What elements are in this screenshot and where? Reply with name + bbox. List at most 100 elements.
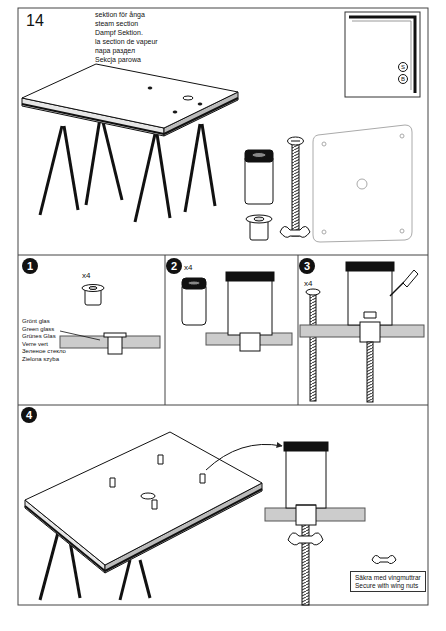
node-text: 3	[304, 260, 310, 272]
section-title: la section de vapeur	[95, 38, 158, 46]
panel-frames	[165, 255, 166, 405]
step3-art	[346, 262, 394, 271]
mounting-plate	[313, 125, 412, 242]
table-on-trestles	[164, 98, 238, 134]
note-box: Säkra med vingmuttrarSecure with wing nu…	[350, 571, 426, 592]
step4-table	[40, 525, 60, 600]
quantity: x4	[304, 280, 312, 289]
step4-table	[120, 560, 130, 600]
step1-art	[89, 287, 97, 290]
table-on-trestles	[22, 64, 238, 222]
section-title: пара раздел	[95, 47, 135, 55]
panel-frames	[298, 255, 299, 405]
trestle	[40, 126, 62, 215]
trestle	[185, 124, 200, 212]
part-name: Green glass	[22, 326, 54, 333]
table-on-trestles	[22, 64, 238, 128]
mounting-plate	[322, 142, 326, 146]
part-name: Zielona szyba	[22, 356, 59, 363]
node-text: B	[401, 76, 405, 83]
step4-table	[141, 493, 155, 499]
table-on-trestles	[148, 87, 152, 89]
section-title: Dampf Sektion.	[95, 29, 143, 37]
node-text: 4	[26, 409, 32, 421]
step4-table	[206, 444, 282, 470]
spacer	[245, 150, 273, 204]
mounting-plate	[322, 230, 326, 234]
step1-art	[60, 285, 160, 355]
part-name: Зеленое стекло	[22, 348, 66, 355]
part-name: Grünes Glas	[22, 333, 56, 340]
step4-table	[25, 432, 282, 600]
step1-art	[82, 285, 104, 292]
node-text: 1	[27, 260, 33, 272]
step4-table	[25, 432, 262, 565]
bushing	[246, 215, 272, 223]
section-title: sektion för ånga	[95, 11, 145, 19]
step1-art	[104, 333, 126, 337]
cabinet-inset	[349, 17, 415, 93]
cabinet-inset	[345, 12, 420, 97]
step3-art	[364, 312, 376, 318]
trestle	[86, 118, 100, 205]
step-badge: 3	[299, 258, 315, 274]
step4-table	[110, 478, 115, 487]
step3-art	[300, 262, 424, 402]
step4-table	[110, 455, 205, 509]
step4-detail	[296, 505, 316, 525]
trestle	[135, 134, 155, 222]
step3-art	[403, 270, 418, 287]
table-on-trestles	[183, 96, 193, 100]
bolt	[288, 137, 304, 236]
part-name: Verre vert	[22, 341, 48, 348]
step3-art	[306, 289, 320, 295]
table-on-trestles	[173, 111, 177, 113]
step3-art	[367, 342, 373, 402]
section-title: steam section	[95, 20, 138, 28]
step4-detail	[284, 442, 328, 451]
mounting-plate	[400, 134, 404, 138]
step1-art	[60, 331, 100, 340]
step4-detail	[372, 555, 396, 563]
step4-table	[105, 489, 262, 571]
table-on-trestles	[198, 103, 202, 105]
section-title: Sekcja parowa	[95, 56, 141, 64]
panel-frames	[18, 8, 428, 605]
bolt	[291, 141, 300, 142]
mounting-plate	[313, 125, 412, 242]
step-badge: 1	[22, 258, 38, 274]
step3-art	[360, 322, 380, 342]
part-name: Grönt glas	[22, 318, 50, 325]
step2-art	[228, 280, 272, 335]
step-badge: 4	[21, 407, 37, 423]
step3-art	[310, 293, 316, 401]
panel-frames	[18, 255, 428, 256]
node-text: Secure with wing nuts	[355, 582, 418, 589]
mounting-plate	[357, 179, 367, 189]
step-badge: 2	[166, 258, 182, 274]
bushing	[246, 215, 272, 240]
mounting-plate	[400, 229, 404, 233]
step2-art	[188, 281, 200, 285]
step2-art	[182, 278, 206, 289]
step3-art	[390, 282, 404, 296]
bolt	[292, 142, 299, 236]
panel-frames	[18, 405, 428, 406]
step4-detail	[286, 450, 326, 508]
trestle	[202, 124, 215, 206]
panel-frames	[18, 8, 428, 605]
step4-table	[25, 506, 105, 571]
trestle	[64, 126, 78, 210]
wing-nut	[280, 226, 310, 237]
spacer	[245, 156, 273, 204]
step2-art	[226, 272, 274, 281]
trestle	[40, 118, 215, 222]
step4-table	[200, 474, 205, 483]
spacer	[245, 150, 273, 162]
wing-nut	[280, 226, 310, 237]
bushing	[254, 217, 264, 221]
step2-art	[182, 272, 292, 351]
bolt	[288, 137, 304, 145]
step-number: 14	[26, 12, 44, 30]
